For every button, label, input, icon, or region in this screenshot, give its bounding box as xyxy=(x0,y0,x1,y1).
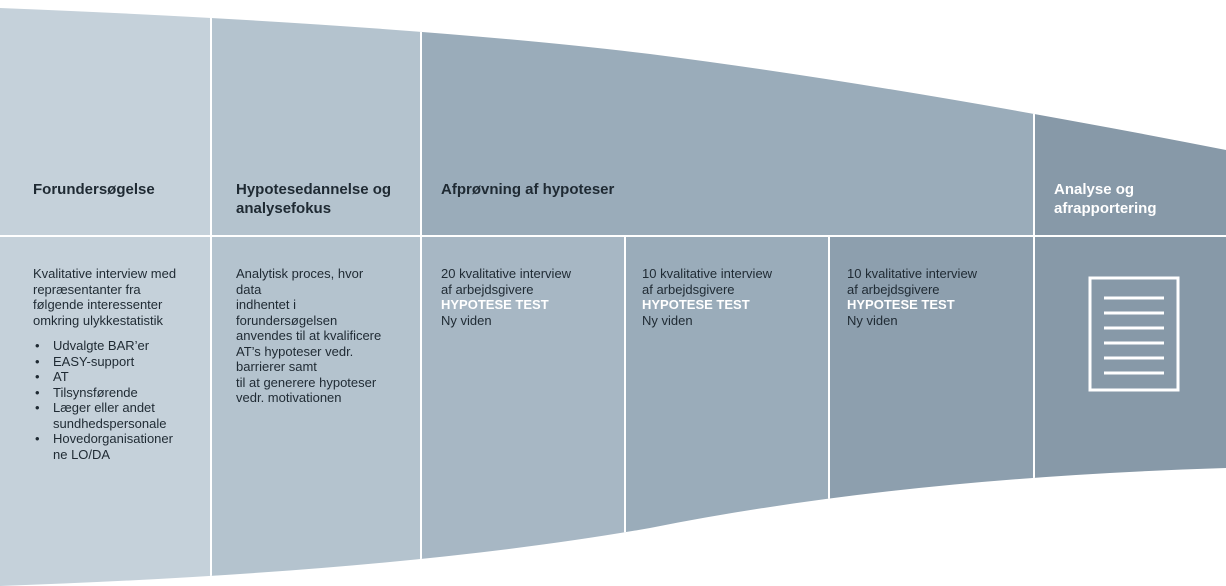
stakeholder-list: Udvalgte BAR’er EASY-support AT Tilsynsf… xyxy=(33,338,209,462)
test-cell-3: 10 kvalitative interview af arbejdsgiver… xyxy=(847,266,978,328)
list-item: Læger eller andet sundhedspersonale xyxy=(33,400,209,431)
hypothesis-test-label: HYPOTESE TEST xyxy=(441,297,549,312)
column-3-header-band xyxy=(421,8,1034,236)
list-item: Hovedorganisationer ne LO/DA xyxy=(33,431,209,462)
column-3-cell-1-band xyxy=(421,236,625,586)
hypothesis-test-label: HYPOTESE TEST xyxy=(847,297,955,312)
column-1-band xyxy=(0,8,211,586)
test-cell-1: 20 kvalitative interview af arbejdsgiver… xyxy=(441,266,572,328)
list-item: Tilsynsførende xyxy=(33,385,209,401)
column-2-heading: Hypotesedannelse og analysefokus xyxy=(236,181,392,217)
column-3-heading: Afprøvning af hypoteser xyxy=(441,181,615,198)
list-item: EASY-support xyxy=(33,354,209,370)
hypothesis-test-label: HYPOTESE TEST xyxy=(642,297,750,312)
column-2-band xyxy=(211,8,421,586)
column-1-heading: Forundersøgelse xyxy=(33,181,155,198)
column-1-body: Kvalitative interview med repræsentanter… xyxy=(33,266,209,462)
test-cell-2: 10 kvalitative interview af arbejdsgiver… xyxy=(642,266,773,328)
column-2-body: Analytisk proces, hvor data indhentet i … xyxy=(236,266,382,405)
list-item: Udvalgte BAR’er xyxy=(33,338,209,354)
list-item: AT xyxy=(33,369,209,385)
column-4-heading: Analyse og afrapportering xyxy=(1054,181,1157,217)
document-icon xyxy=(1088,276,1180,392)
